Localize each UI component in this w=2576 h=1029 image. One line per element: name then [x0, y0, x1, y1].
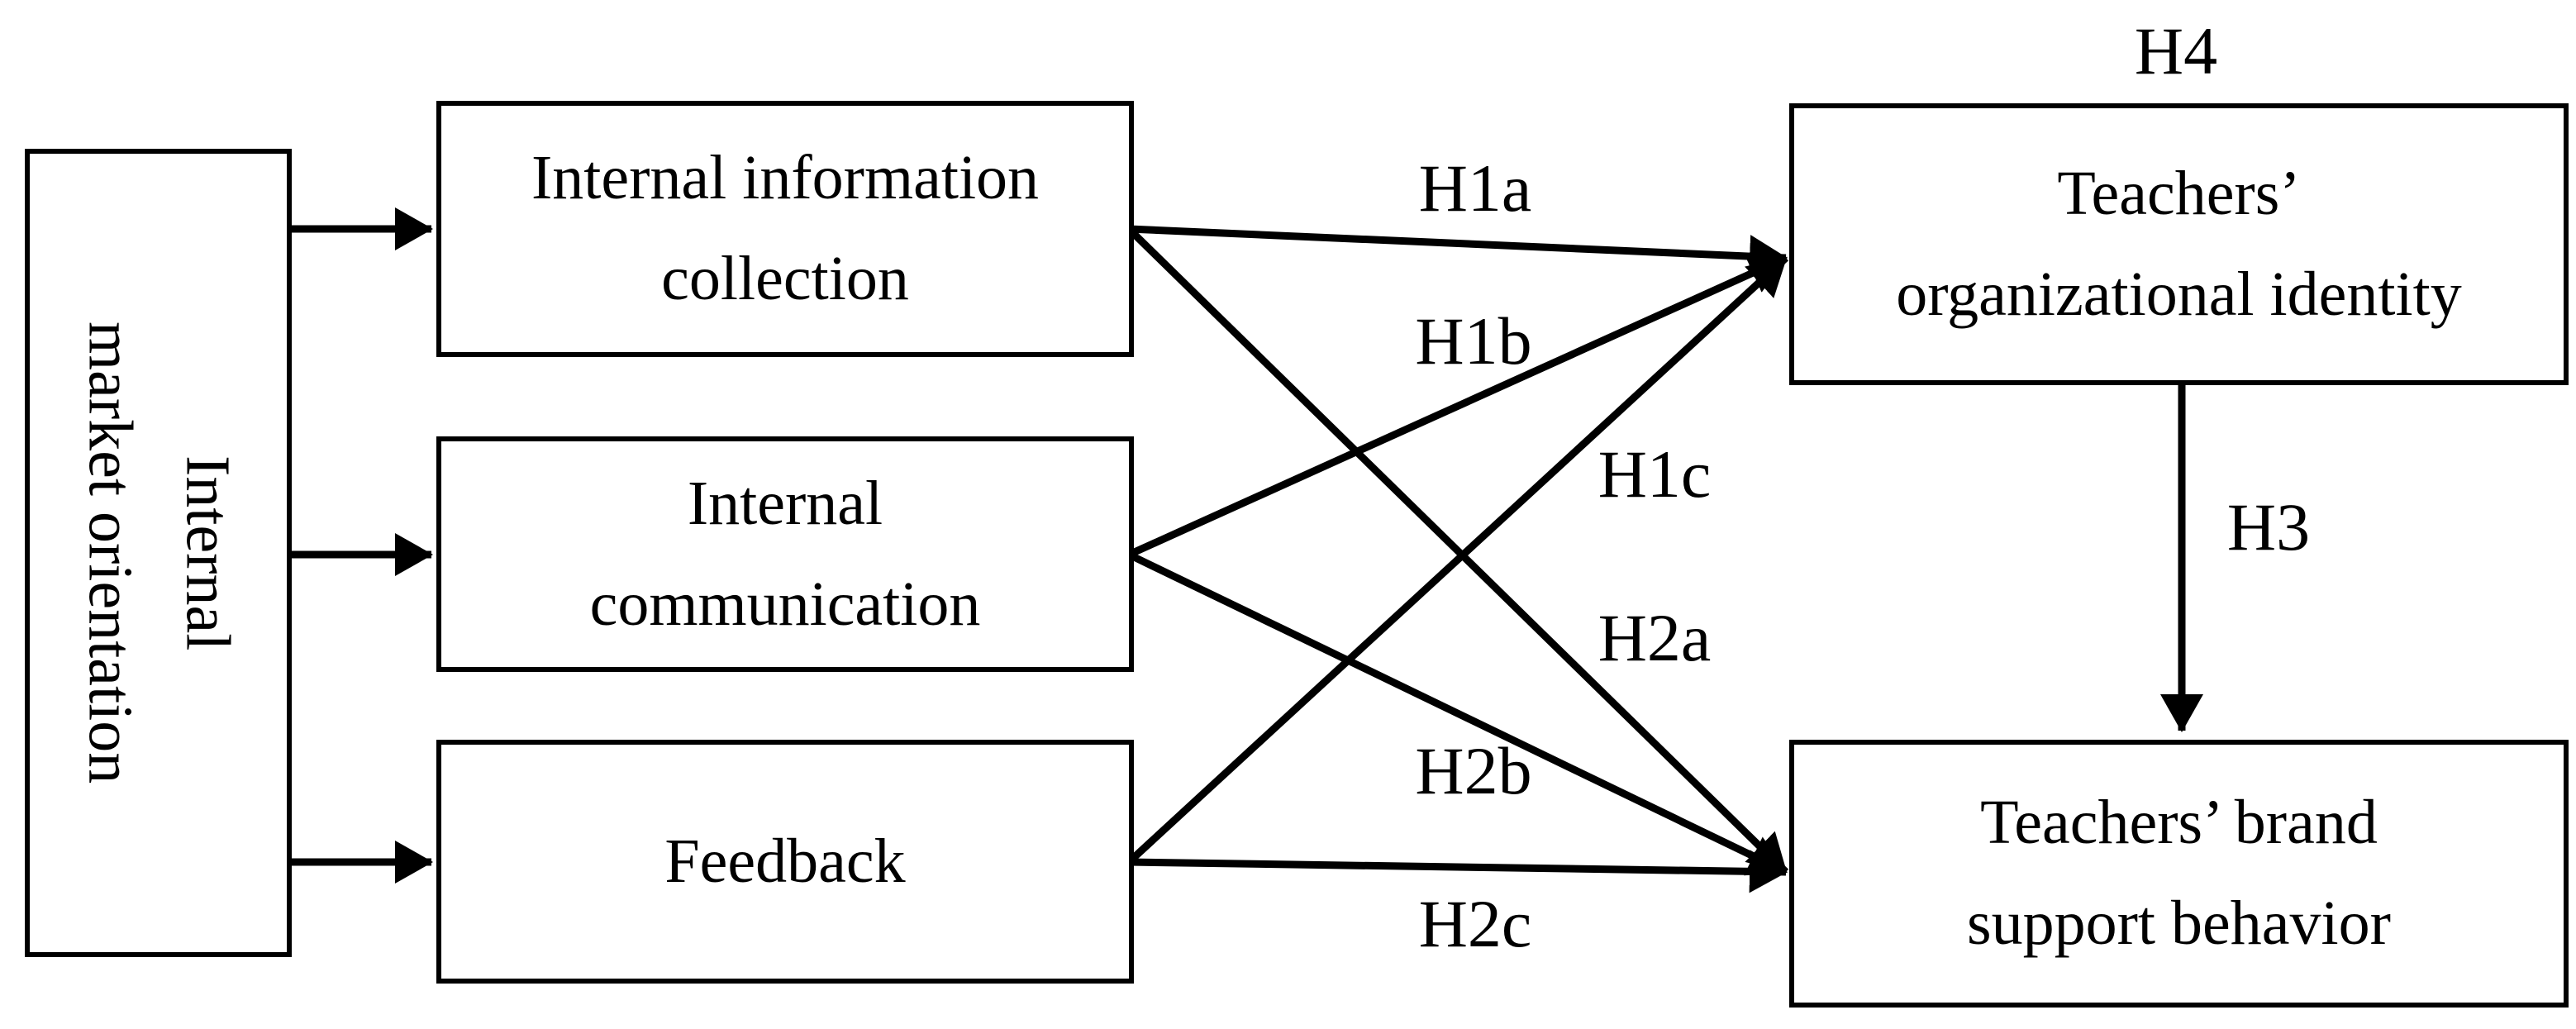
edge-label-h2b: H2b	[1415, 733, 1532, 808]
edge-label-h1a: H1a	[1418, 150, 1532, 226]
node-label-line: organizational identity	[1896, 259, 2462, 329]
edge-label-h3: H3	[2226, 489, 2311, 565]
node-label-line: support behavior	[1967, 888, 2391, 958]
edge-h1a	[1128, 225, 1788, 279]
node-teachers-organizational-identity: Teachers’ organizational identity	[1789, 103, 2569, 385]
node-label-line: Feedback	[664, 826, 906, 896]
node-internal-market-orientation: Internal market orientation	[25, 149, 292, 957]
edge-label-h1c: H1c	[1598, 436, 1712, 512]
node-label-line: market orientation	[75, 322, 145, 784]
edge-h2a	[1126, 226, 1789, 875]
node-label-line: collection	[661, 244, 909, 313]
node-label-line: Internal	[173, 455, 243, 651]
node-label-line: Teachers’	[2057, 158, 2301, 228]
edge-h1c	[1126, 255, 1789, 865]
edge-label-h4: H4	[2134, 13, 2218, 88]
node-label-line: Teachers’ brand	[1980, 788, 2378, 858]
node-label-line: Internal information	[531, 143, 1040, 213]
edge-h1b	[1127, 253, 1788, 559]
node-teachers-brand-support-behavior: Teachers’ brand support behavior	[1789, 740, 2569, 1008]
node-internal-communication: Internal communication	[436, 436, 1134, 672]
node-internal-information-collection: Internal information collection	[436, 101, 1134, 357]
node-feedback: Feedback	[436, 740, 1134, 984]
edge-h2c	[1128, 850, 1788, 893]
node-label-line: communication	[589, 569, 981, 639]
node-label-line: Internal	[687, 468, 883, 538]
edge-h2b	[1127, 550, 1788, 876]
edge-label-h1b: H1b	[1415, 303, 1532, 379]
edge-label-h2a: H2a	[1598, 600, 1712, 675]
edge-label-h2c: H2c	[1418, 886, 1532, 961]
